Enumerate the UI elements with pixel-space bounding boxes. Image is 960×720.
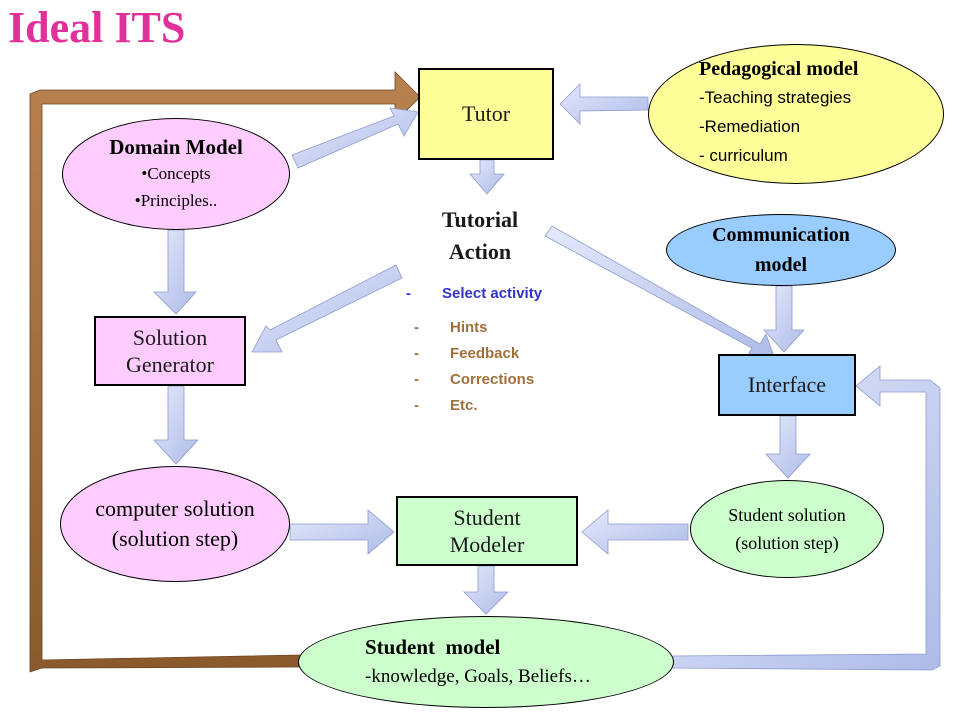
page-title: Ideal ITS (8, 3, 186, 52)
arrow-student-model-to-interface (671, 365, 941, 671)
action-item-text: Etc. (450, 396, 478, 414)
action-items-list: - Hints - Feedback - Corrections - Etc. (414, 314, 534, 418)
interface-label: Interface (747, 372, 827, 398)
action-item: - Etc. (414, 392, 534, 418)
action-item: - Corrections (414, 366, 534, 392)
tutorial-action-line2: Action (448, 239, 512, 264)
arrow-computer-solution-to-modeler (289, 509, 395, 555)
action-item-dash: - (414, 396, 419, 414)
action-item: - Feedback (414, 340, 534, 366)
arrow-action-to-solution-generator (251, 264, 403, 353)
student-modeler-line2: Modeler (449, 532, 525, 557)
computer-solution-line2: (solution step) (111, 526, 239, 551)
communication-line1: Communication (712, 224, 850, 246)
arrow-communication-to-interface (763, 285, 805, 353)
student-modeler-box: Student Modeler (396, 496, 578, 566)
solution-generator-box: Solution Generator (94, 316, 246, 386)
domain-model-heading: Domain Model (109, 134, 243, 159)
student-model-desc: -knowledge, Goals, Beliefs… (365, 666, 591, 687)
communication-line2: model (754, 254, 808, 276)
pedagogical-model-heading: Pedagogical model (699, 58, 859, 80)
arrow-tutor-to-action (469, 159, 505, 195)
pedagogical-item: - curriculum (699, 146, 788, 165)
solution-generator-line1: Solution (132, 324, 208, 350)
arrow-action-to-interface (544, 225, 777, 363)
action-item-text: Feedback (450, 344, 520, 362)
computer-solution-line1: computer solution (95, 496, 255, 521)
tutor-box: Tutor (418, 68, 554, 160)
student-model-ellipse: Student model -knowledge, Goals, Beliefs… (298, 616, 674, 708)
domain-item: •Principles.. (134, 190, 218, 210)
action-item-text: Corrections (450, 370, 535, 388)
student-solution-line1: Student solution (728, 505, 846, 525)
pedagogical-item: -Remediation (699, 117, 801, 136)
interface-box: Interface (718, 354, 856, 416)
pedagogical-model-ellipse: Pedagogical model -Teaching strategies -… (648, 44, 944, 184)
student-solution-line2: (solution step) (735, 533, 839, 553)
student-solution-ellipse: Student solution (solution step) (690, 480, 884, 578)
arrow-domain-to-solution-generator (153, 229, 197, 315)
select-activity-text: Select activity (442, 284, 543, 302)
communication-model-ellipse: Communication model (666, 214, 896, 286)
action-item-text: Hints (450, 318, 488, 336)
tutorial-action-label: Tutorial Action (400, 204, 560, 268)
feedback-loop-arrow (29, 71, 421, 673)
arrow-domain-to-tutor (291, 107, 419, 169)
arrow-solution-generator-to-computer-solution (153, 385, 199, 465)
arrow-modeler-to-student-model (463, 565, 509, 615)
arrow-pedagogical-to-tutor (559, 83, 649, 125)
action-item-dash: - (414, 318, 419, 336)
arrow-student-solution-to-modeler (581, 509, 689, 555)
action-item-dash: - (414, 370, 419, 388)
arrow-interface-to-student-solution (765, 415, 811, 479)
student-model-heading: Student model (365, 635, 501, 659)
select-activity-item: - Select activity (406, 280, 542, 306)
domain-model-ellipse: Domain Model •Concepts •Principles.. (62, 118, 290, 230)
action-item: - Hints (414, 314, 534, 340)
computer-solution-ellipse: computer solution (solution step) (60, 466, 290, 582)
pedagogical-item: -Teaching strategies (699, 88, 852, 107)
select-activity-dash: - (406, 284, 411, 302)
tutor-label: Tutor (461, 101, 511, 127)
tutorial-action-line1: Tutorial (441, 207, 519, 232)
action-item-dash: - (414, 344, 419, 362)
solution-generator-line2: Generator (126, 352, 214, 377)
student-modeler-line1: Student (453, 504, 521, 530)
domain-item: •Concepts (141, 163, 211, 183)
